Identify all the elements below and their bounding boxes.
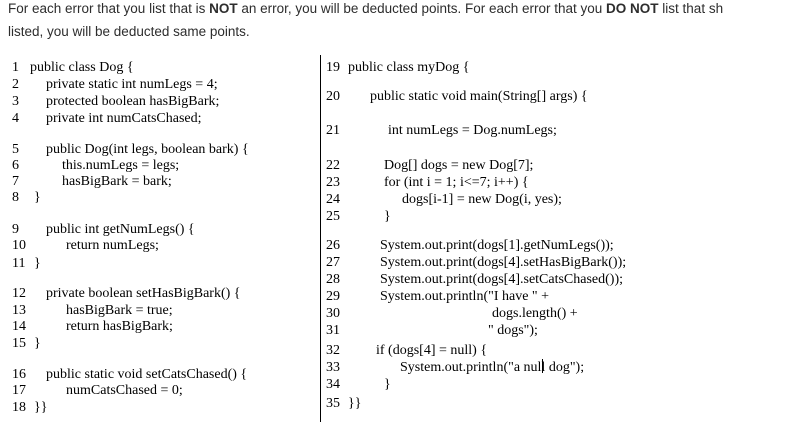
line-number: 14 xyxy=(12,319,26,334)
line-number: 2 xyxy=(12,77,19,92)
line-number: 31 xyxy=(326,323,340,338)
code-text: System.out.print(dogs[4].setCatsChased()… xyxy=(380,272,624,287)
line-number: 11 xyxy=(12,256,26,271)
code-text: if (dogs[4] = null) { xyxy=(376,343,488,358)
code-text: private boolean setHasBigBark() { xyxy=(46,286,241,301)
line-number: 24 xyxy=(326,192,340,207)
code-text: } xyxy=(384,209,391,224)
line-number: 9 xyxy=(12,222,19,237)
code-text: } xyxy=(34,256,41,271)
code-text: public int getNumLegs() { xyxy=(46,222,195,237)
code-text: protected boolean hasBigBark; xyxy=(46,94,220,109)
code-text: return hasBigBark; xyxy=(66,319,173,334)
code-text: int numLegs = Dog.numLegs; xyxy=(388,123,557,138)
instructions-bold-do-not: DO NOT xyxy=(606,1,659,16)
code-text: public Dog(int legs, boolean bark) { xyxy=(46,142,249,157)
code-text: public static void setCatsChased() { xyxy=(46,367,248,382)
line-number: 8 xyxy=(12,190,19,205)
instructions-text-3: list that sh xyxy=(658,1,724,16)
code-text: Dog[] dogs = new Dog[7]; xyxy=(384,158,534,173)
line-number: 15 xyxy=(12,336,26,351)
line-number: 13 xyxy=(12,303,26,318)
line-number: 34 xyxy=(326,377,340,392)
code-text: } xyxy=(384,377,391,392)
code-text: System.out.println("I have " + xyxy=(380,289,550,304)
text-cursor xyxy=(542,359,543,373)
code-divider xyxy=(320,55,321,422)
code-text: private static int numLegs = 4; xyxy=(46,77,218,92)
line-number: 4 xyxy=(12,111,19,126)
line-number: 30 xyxy=(326,306,340,321)
code-text: numCatsChased = 0; xyxy=(66,383,183,398)
line-number: 35 xyxy=(326,396,340,411)
line-number: 25 xyxy=(326,209,340,224)
instructions-line-1: For each error that you list that is NOT… xyxy=(8,0,800,21)
line-number: 3 xyxy=(12,94,19,109)
line-number: 5 xyxy=(12,142,19,157)
line-number: 32 xyxy=(326,343,340,358)
line-number: 18 xyxy=(12,400,26,415)
line-number: 29 xyxy=(326,289,340,304)
code-text: dogs[i-1] = new Dog(i, yes); xyxy=(402,192,562,207)
instructions-line-2: listed, you will be deducted same points… xyxy=(8,24,250,39)
code-text: return numLegs; xyxy=(66,238,159,253)
code-text: public static void main(String[] args) { xyxy=(370,89,588,104)
line-number: 23 xyxy=(326,175,340,190)
code-text: " dogs"); xyxy=(488,323,538,338)
code-text: } xyxy=(34,190,41,205)
line-number: 33 xyxy=(326,360,340,375)
line-number: 21 xyxy=(326,123,340,138)
code-text: dogs.length() + xyxy=(492,306,578,321)
code-text: System.out.println("a null dog"); xyxy=(400,360,585,375)
code-text: }} xyxy=(34,400,48,415)
instructions-text-2: an error, you will be deducted points. F… xyxy=(237,1,607,16)
line-number: 17 xyxy=(12,383,26,398)
code-text: private int numCatsChased; xyxy=(46,111,202,126)
line-number: 20 xyxy=(326,89,340,104)
code-text: public class Dog { xyxy=(30,60,134,75)
code-text: System.out.print(dogs[4].setHasBigBark()… xyxy=(380,255,627,270)
line-number: 6 xyxy=(12,158,19,173)
code-text: } xyxy=(34,336,41,351)
code-text: this.numLegs = legs; xyxy=(62,158,180,173)
line-number: 28 xyxy=(326,272,340,287)
line-number: 12 xyxy=(12,286,26,301)
line-number: 19 xyxy=(326,60,340,75)
line-number: 22 xyxy=(326,158,340,173)
instructions-bold-not: NOT xyxy=(209,1,238,16)
line-number: 1 xyxy=(12,60,19,75)
code-text: hasBigBark = true; xyxy=(66,303,173,318)
instructions-text-1: For each error that you list that is xyxy=(8,1,210,16)
code-text: for (int i = 1; i<=7; i++) { xyxy=(384,175,529,190)
line-number: 10 xyxy=(12,238,26,253)
code-text: public class myDog { xyxy=(348,60,470,75)
line-number: 16 xyxy=(12,367,26,382)
code-text: System.out.print(dogs[1].getNumLegs()); xyxy=(380,238,614,253)
line-number: 7 xyxy=(12,174,19,189)
code-text: }} xyxy=(348,396,362,411)
line-number: 27 xyxy=(326,255,340,270)
code-text: hasBigBark = bark; xyxy=(62,174,172,189)
line-number: 26 xyxy=(326,238,340,253)
